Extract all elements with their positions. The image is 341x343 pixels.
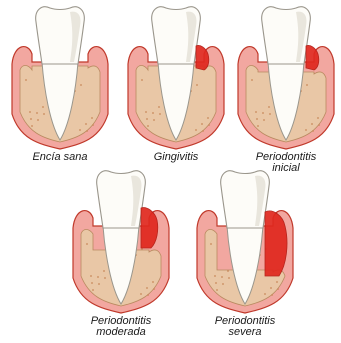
caption-line: Encía sana	[5, 152, 115, 163]
tooth-illustration-initial	[238, 7, 334, 149]
tooth-illustration-gingivitis	[128, 7, 224, 149]
tooth-illustration-moderate	[73, 171, 169, 313]
caption-gingivitis: Gingivitis	[121, 152, 231, 163]
caption-line: moderada	[66, 327, 176, 338]
caption-line: inicial	[231, 163, 341, 174]
tooth-illustration-severe	[197, 171, 293, 313]
caption-severe-periodontitis: Periodontitis severa	[190, 316, 300, 338]
caption-initial-periodontitis: Periodontitis inicial	[231, 152, 341, 174]
caption-moderate-periodontitis: Periodontitis moderada	[66, 316, 176, 338]
caption-line: severa	[190, 327, 300, 338]
caption-line: Gingivitis	[121, 152, 231, 163]
caption-healthy-gum: Encía sana	[5, 152, 115, 163]
tooth-illustration-healthy	[12, 7, 108, 149]
